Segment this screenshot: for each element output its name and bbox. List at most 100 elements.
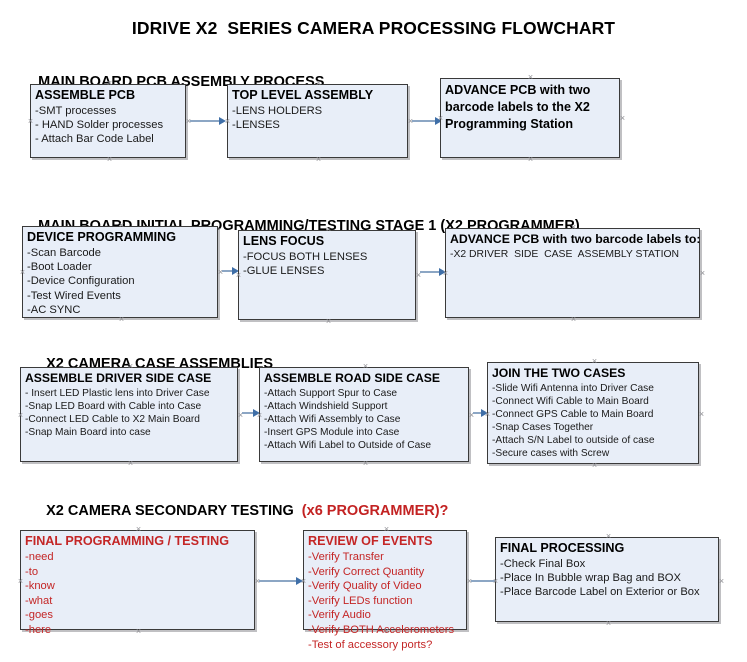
box-line: -Secure cases with Screw [492,448,610,459]
box-line: -Connect LED Cable to X2 Main Board [25,414,200,425]
box-title: ADVANCE PCB with two barcode labels to: [450,232,701,246]
connection-handle[interactable] [527,74,534,81]
box-line: -Snap LED Board with Cable into Case [25,401,202,412]
connection-handle[interactable] [135,526,142,533]
process-box-final-processing[interactable]: FINAL PROCESSING -Check Final Box -Place… [495,537,719,622]
connection-handle[interactable] [127,363,134,370]
connection-handle[interactable] [118,316,125,323]
connection-handle[interactable] [235,272,242,279]
connection-handle[interactable] [118,222,125,229]
process-box-top-level-assembly[interactable]: TOP LEVEL ASSEMBLY -LENS HOLDERS -LENSES [227,84,408,158]
connection-handle[interactable] [718,578,725,585]
connector-line [412,120,438,122]
connection-handle[interactable] [383,526,390,533]
connection-handle[interactable] [362,460,369,467]
connection-handle[interactable] [619,115,626,122]
box-line: -FOCUS BOTH LENSES [243,251,368,263]
connection-handle[interactable] [17,578,24,585]
box-line: -Verify Correct Quantity [308,565,425,578]
connection-handle[interactable] [484,411,491,418]
connector-line [471,580,511,582]
box-title: ASSEMBLE PCB [35,88,136,102]
section-heading-accent: (x6 PROGRAMMER)? [301,503,449,519]
box-line: -Verify BOTH Accelerometers [308,623,455,636]
box-line: -Insert GPS Module into Case [264,427,400,438]
connection-handle[interactable] [591,358,598,365]
connection-handle[interactable] [570,316,577,323]
process-box-lens-focus[interactable]: LENS FOCUS -FOCUS BOTH LENSES -GLUE LENS… [238,230,416,320]
connection-handle[interactable] [325,318,332,325]
box-line: -Place Barcode Label on Exterior or Box [500,586,700,599]
box-line: - Insert LED Plastic lens into Driver Ca… [25,388,210,399]
connection-handle[interactable] [492,578,499,585]
box-line: -Connect GPS Cable to Main Board [492,409,654,420]
box-line: -Attach Support Spur to Case [264,388,398,399]
box-title: DEVICE PROGRAMMING [27,230,177,244]
connection-handle[interactable] [127,460,134,467]
connection-handle[interactable] [106,80,113,87]
process-box-device-programming[interactable]: DEVICE PROGRAMMING -Scan Barcode -Boot L… [22,226,218,318]
process-box-assemble-pcb[interactable]: ASSEMBLE PCB -SMT processes - HAND Solde… [30,84,186,158]
connection-handle[interactable] [27,118,34,125]
connection-handle[interactable] [698,411,705,418]
process-box-final-programming-testing[interactable]: FINAL PROGRAMMING / TESTING -need -to -k… [17,530,255,636]
box-line: -Check Final Box [500,558,586,570]
connection-handle[interactable] [383,628,390,635]
connection-handle[interactable] [325,226,332,233]
connection-handle[interactable] [591,462,598,469]
box-line: -here [25,623,52,636]
connector-line [242,412,256,414]
connection-handle[interactable] [527,156,534,163]
box-line: -Device Configuration [27,275,135,288]
box-line: -Connect Wifi Cable to Main Board [492,396,649,407]
connection-handle[interactable] [442,270,449,277]
box-title: LENS FOCUS [243,234,325,248]
box-line: -X2 DRIVER SIDE CASE ASSEMBLY STATION [450,249,680,260]
connection-handle[interactable] [256,412,263,419]
connection-handle[interactable] [135,628,142,635]
connection-handle[interactable] [362,363,369,370]
connection-handle[interactable] [605,533,612,540]
box-line: -Snap Cases Together [492,422,594,433]
box-line: -Attach Wifi Assembly to Case [264,414,401,425]
box-line: - Attach Bar Code Label [35,133,154,146]
box-line: -Verify LEDs function [308,594,413,607]
connection-handle[interactable] [224,118,231,125]
page-title: IDRIVE X2 SERIES CAMERA PROCESSING FLOWC… [131,18,616,38]
connector-line [473,412,485,414]
connection-handle[interactable] [315,80,322,87]
box-line: -Attach Windshield Support [264,401,388,412]
box-line: -know [25,580,55,593]
connection-handle[interactable] [17,412,24,419]
connection-handle[interactable] [570,224,577,231]
box-title: JOIN THE TWO CASES [492,366,626,380]
process-box-advance-pcb-to-x2-programming-station[interactable]: ADVANCE PCB with two barcode labels to t… [440,78,620,158]
process-box-review-of-events[interactable]: REVIEW OF EVENTS -Verify Transfer -Verif… [300,530,467,651]
box-line: -Verify Audio [308,609,371,622]
connector-line [420,271,442,273]
connection-handle[interactable] [19,269,26,276]
box-line: -Scan Barcode [27,247,102,259]
box-line: -Test Wired Events [27,289,121,302]
box-line: -SMT processes [35,105,117,117]
box-line: -need [25,551,54,563]
process-box-assemble-driver-side-case[interactable]: ASSEMBLE DRIVER SIDE CASE - Insert LED P… [20,367,238,462]
connection-handle[interactable] [699,270,706,277]
connection-handle[interactable] [605,620,612,627]
connection-handle[interactable] [315,156,322,163]
box-title: FINAL PROGRAMMING / TESTING [25,534,230,548]
connection-handle[interactable] [106,156,113,163]
process-box-advance-pcb-to-driver-side-case-assembly[interactable]: ADVANCE PCB with two barcode labels to: … [442,228,701,318]
process-box-join-the-two-cases[interactable]: JOIN THE TWO CASES -Slide Wifi Antenna i… [487,362,699,464]
box-line: -Attach S/N Label to outside of case [492,435,655,446]
connection-handle[interactable] [300,578,307,585]
connection-handle[interactable] [437,115,444,122]
section-heading-x2-camera-secondary-testing: X2 CAMERA SECONDARY TESTING (x6 PROGRAMM… [30,487,448,535]
box-line: - HAND Solder processes [35,119,164,132]
process-box-assemble-road-side-case[interactable]: ASSEMBLE ROAD SIDE CASE -Attach Support … [259,367,469,462]
box-line: -goes [25,609,53,622]
box-line: -AC SYNC [27,303,81,316]
connection-handle[interactable] [415,272,422,279]
connector-line [222,270,235,272]
box-line: -Slide Wifi Antenna into Driver Case [492,383,654,394]
